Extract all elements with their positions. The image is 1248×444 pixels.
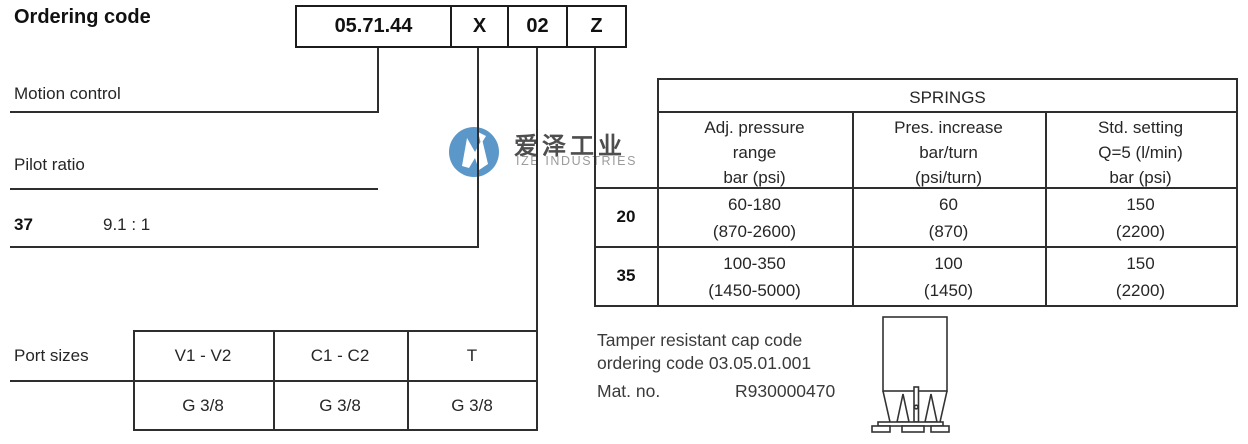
- connector-pilot-vertical: [477, 48, 479, 248]
- cap-drawing: [860, 310, 960, 436]
- springs-col-divider-1: [852, 111, 854, 307]
- springs-col1-line1: Adj. pressure: [704, 118, 805, 137]
- springs-title-divider: [657, 111, 1238, 113]
- value-line: (870-2600): [712, 222, 797, 241]
- cap-drawing-icon: [871, 316, 950, 433]
- value-line: 150: [1126, 195, 1155, 214]
- connector-motion-underline: [10, 111, 379, 113]
- tamper-mat-label: Mat. no.: [597, 381, 661, 401]
- springs-row2-code: 35: [616, 266, 636, 285]
- springs-col3-line3: bar (psi): [1109, 168, 1172, 187]
- springs-row1-cell2: 60 (870): [852, 191, 1045, 245]
- springs-title: SPRINGS: [909, 88, 986, 107]
- springs-row2-cell3: 150 (2200): [1045, 250, 1236, 304]
- value-line: (870): [928, 222, 969, 241]
- code-segment-02: 02: [507, 7, 566, 46]
- port-table-divider-3: [407, 330, 409, 431]
- springs-row2-cell1: 100-350 (1450-5000): [657, 250, 852, 304]
- ize-logo-icon: [449, 127, 499, 177]
- code-segment-z: Z: [566, 7, 625, 46]
- value-line: 100-350: [723, 254, 786, 273]
- watermark-en-text: IZE INDUSTRIES: [516, 154, 638, 168]
- value-line: (1450): [923, 281, 974, 300]
- port-value-v: G 3/8: [182, 396, 224, 415]
- watermark-cn-text: 爱泽工业: [514, 133, 626, 160]
- pilot-option-code: 37: [14, 215, 33, 234]
- code-segment-x: X: [450, 7, 507, 46]
- tamper-note-line1: Tamper resistant cap code: [597, 330, 803, 350]
- springs-col2-header: Pres. increase bar/turn (psi/turn): [852, 115, 1045, 190]
- springs-right-border: [1236, 78, 1238, 307]
- ordering-code-box: 05.71.44 X 02 Z: [295, 5, 627, 48]
- springs-row-divider: [594, 246, 1238, 248]
- springs-top-border: [657, 78, 1238, 80]
- springs-row2-cell2: 100 (1450): [852, 250, 1045, 304]
- value-line: 60-180: [728, 195, 781, 214]
- springs-col3-line2: Q=5 (l/min): [1098, 143, 1183, 162]
- tamper-note-line2: ordering code 03.05.01.001: [597, 353, 812, 373]
- port-header-t: T: [466, 346, 478, 365]
- springs-row1-code: 20: [616, 207, 636, 226]
- value-line: 60: [939, 195, 958, 214]
- page-title: Ordering code: [14, 6, 151, 28]
- connector-pilot-underline: [10, 246, 479, 248]
- code-segment-base: 05.71.44: [334, 15, 413, 37]
- springs-col2-line1: Pres. increase: [894, 118, 1003, 137]
- port-header-c: C1 - C2: [310, 346, 370, 365]
- port-sizes-label: Port sizes: [14, 346, 89, 365]
- port-table-divider-2: [273, 330, 275, 431]
- watermark-logo: [448, 126, 500, 178]
- value-line: (2200): [1115, 222, 1166, 241]
- connector-motion-vertical: [377, 48, 379, 112]
- springs-col2-line3: (psi/turn): [914, 168, 983, 187]
- port-value-c: G 3/8: [319, 396, 361, 415]
- pilot-option-value: 9.1 : 1: [103, 215, 151, 234]
- port-table-bottom-border: [133, 429, 538, 431]
- value-line: (2200): [1115, 281, 1166, 300]
- motion-control-label: Motion control: [14, 84, 121, 103]
- connector-springs-vertical: [594, 48, 596, 307]
- port-table-top-border: [133, 330, 538, 332]
- springs-col2-line2: bar/turn: [919, 143, 978, 162]
- springs-col1-line3: bar (psi): [723, 168, 786, 187]
- tamper-mat-value: R930000470: [735, 381, 836, 401]
- springs-header-divider: [594, 187, 1238, 189]
- port-header-v: V1 - V2: [174, 346, 232, 365]
- springs-left-border: [657, 78, 659, 307]
- springs-bottom-border: [594, 305, 1238, 307]
- springs-col1-line2: range: [732, 143, 777, 162]
- springs-row1-cell1: 60-180 (870-2600): [657, 191, 852, 245]
- value-line: 150: [1126, 254, 1155, 273]
- value-line: 100: [934, 254, 963, 273]
- springs-row1-cell3: 150 (2200): [1045, 191, 1236, 245]
- pilot-ratio-label: Pilot ratio: [14, 155, 85, 174]
- connector-ports-vertical: [536, 48, 538, 431]
- springs-col1-header: Adj. pressure range bar (psi): [657, 115, 852, 190]
- springs-col3-line1: Std. setting: [1097, 118, 1184, 137]
- port-value-t: G 3/8: [451, 396, 493, 415]
- springs-col-divider-2: [1045, 111, 1047, 307]
- pilot-ratio-underline: [10, 188, 378, 190]
- springs-col3-header: Std. setting Q=5 (l/min) bar (psi): [1045, 115, 1236, 190]
- port-table-divider-1: [133, 330, 135, 431]
- value-line: (1450-5000): [708, 281, 801, 300]
